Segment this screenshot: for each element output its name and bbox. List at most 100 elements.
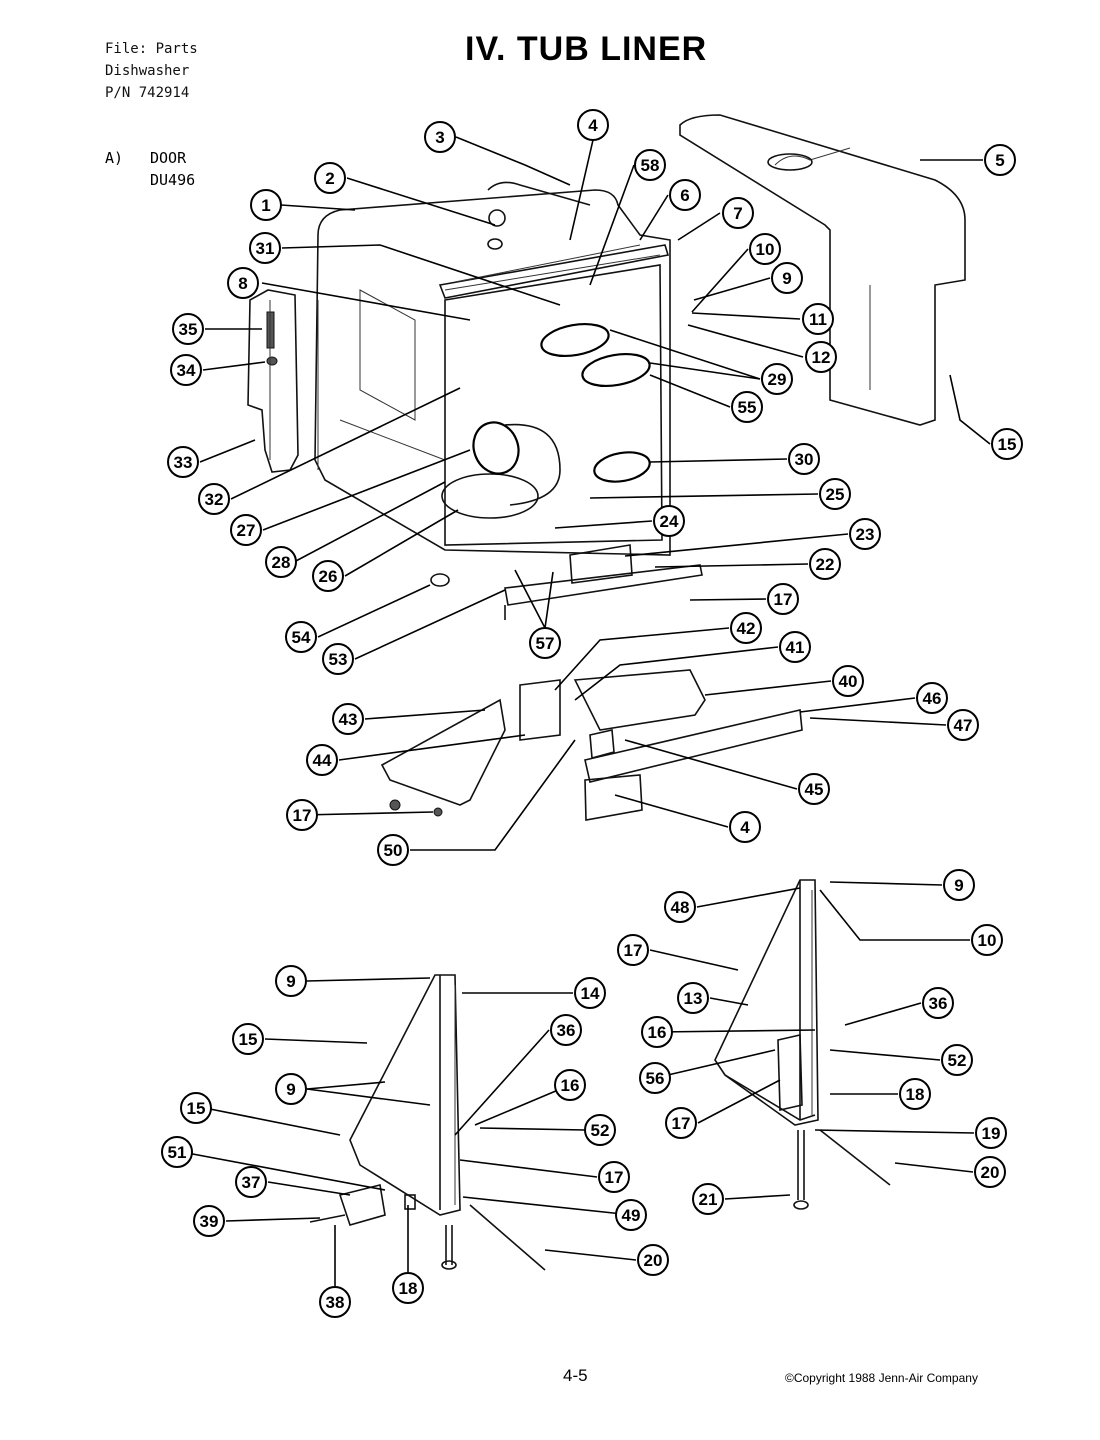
callout-number: 52 <box>591 1121 610 1140</box>
copyright-notice: ©Copyright 1988 Jenn-Air Company <box>785 1371 978 1385</box>
callout-number: 6 <box>680 186 689 205</box>
callout-c18b: 18 <box>392 1272 424 1304</box>
callout-number: 17 <box>672 1114 691 1133</box>
callout-number: 25 <box>826 485 845 504</box>
callout-circle <box>230 514 262 546</box>
callout-c14: 14 <box>574 977 606 1009</box>
callout-c17a: 17 <box>767 583 799 615</box>
callout-circle <box>172 313 204 345</box>
callout-number: 26 <box>319 567 338 586</box>
callout-number: 10 <box>756 240 775 259</box>
callout-circle <box>554 1069 586 1101</box>
callout-c57: 57 <box>529 627 561 659</box>
callout-circle <box>617 934 649 966</box>
callout-circle <box>167 446 199 478</box>
callout-number: 27 <box>237 521 256 540</box>
callout-number: 30 <box>795 450 814 469</box>
callout-circle <box>832 665 864 697</box>
callout-circle <box>275 1073 307 1105</box>
callout-circle <box>550 1014 582 1046</box>
callout-number: 9 <box>286 1080 295 1099</box>
callout-circle <box>639 1062 671 1094</box>
callout-circle <box>941 1044 973 1076</box>
callout-circle <box>729 811 761 843</box>
callout-circle <box>232 1023 264 1055</box>
callout-circle <box>161 1136 193 1168</box>
callout-number: 38 <box>326 1293 345 1312</box>
callout-c13: 13 <box>677 982 709 1014</box>
callout-number: 8 <box>238 274 247 293</box>
callout-number: 31 <box>256 239 275 258</box>
callout-circle <box>975 1117 1007 1149</box>
callout-number: 15 <box>239 1030 258 1049</box>
callout-circle <box>771 262 803 294</box>
callout-number: 9 <box>782 269 791 288</box>
section-letter: A) <box>105 149 124 167</box>
callout-c50: 50 <box>377 834 409 866</box>
callout-number: 34 <box>177 361 196 380</box>
callout-c19: 19 <box>975 1117 1007 1149</box>
callout-circle <box>849 518 881 550</box>
callout-number: 50 <box>384 841 403 860</box>
callout-c6: 6 <box>669 179 701 211</box>
callout-circle <box>275 965 307 997</box>
callout-number: 47 <box>954 716 973 735</box>
callout-circle <box>802 303 834 335</box>
callout-c47: 47 <box>947 709 979 741</box>
callout-number: 45 <box>805 780 824 799</box>
callout-number: 55 <box>738 398 757 417</box>
callout-number: 36 <box>929 994 948 1013</box>
callout-circle <box>788 443 820 475</box>
callout-circle <box>319 1286 351 1318</box>
callout-number: 18 <box>906 1085 925 1104</box>
callout-number: 43 <box>339 710 358 729</box>
callout-number: 5 <box>995 151 1004 170</box>
callout-circle <box>730 612 762 644</box>
group-loops <box>472 322 651 483</box>
callout-c25: 25 <box>819 478 851 510</box>
callout-number: 15 <box>998 435 1017 454</box>
callout-number: 32 <box>205 490 224 509</box>
hinge-bracket-drawing <box>380 669 803 821</box>
callout-circle <box>615 1199 647 1231</box>
section-line-2: DU496 <box>150 171 196 189</box>
callout-c37: 37 <box>235 1166 267 1198</box>
callout-number: 7 <box>733 204 742 223</box>
callout-number: 51 <box>168 1143 187 1162</box>
callout-c4b: 4 <box>729 811 761 843</box>
callout-c20a: 20 <box>974 1156 1006 1188</box>
callout-circle <box>669 179 701 211</box>
callout-c22: 22 <box>809 548 841 580</box>
right-door-arm-drawing <box>714 879 891 1210</box>
callout-number: 16 <box>648 1023 667 1042</box>
small-parts-drawing <box>247 289 703 620</box>
callout-circle <box>424 121 456 153</box>
callout-number: 24 <box>660 512 679 531</box>
callout-number: 3 <box>435 128 444 147</box>
callout-c52a: 52 <box>584 1114 616 1146</box>
callout-number: 42 <box>737 619 756 638</box>
callout-circle <box>974 1156 1006 1188</box>
callout-c17c: 17 <box>617 934 649 966</box>
callout-number: 36 <box>557 1021 576 1040</box>
callout-number: 57 <box>536 634 555 653</box>
callout-number: 14 <box>581 984 600 1003</box>
callout-circle <box>250 189 282 221</box>
file-line-3: P/N 742914 <box>105 85 190 101</box>
callout-number: 11 <box>809 310 827 329</box>
callout-circle <box>312 560 344 592</box>
callout-number: 44 <box>313 751 332 770</box>
callout-circle <box>641 1016 673 1048</box>
callout-c3: 3 <box>424 121 456 153</box>
callout-number: 2 <box>325 169 334 188</box>
callout-circle <box>235 1166 267 1198</box>
callout-c49: 49 <box>615 1199 647 1231</box>
callout-c26: 26 <box>312 560 344 592</box>
callout-circle <box>198 483 230 515</box>
callout-number: 22 <box>816 555 835 574</box>
callout-c9d: 9 <box>275 1073 307 1105</box>
callout-c36b: 36 <box>922 987 954 1019</box>
callout-circle <box>332 703 364 735</box>
callout-c56: 56 <box>639 1062 671 1094</box>
